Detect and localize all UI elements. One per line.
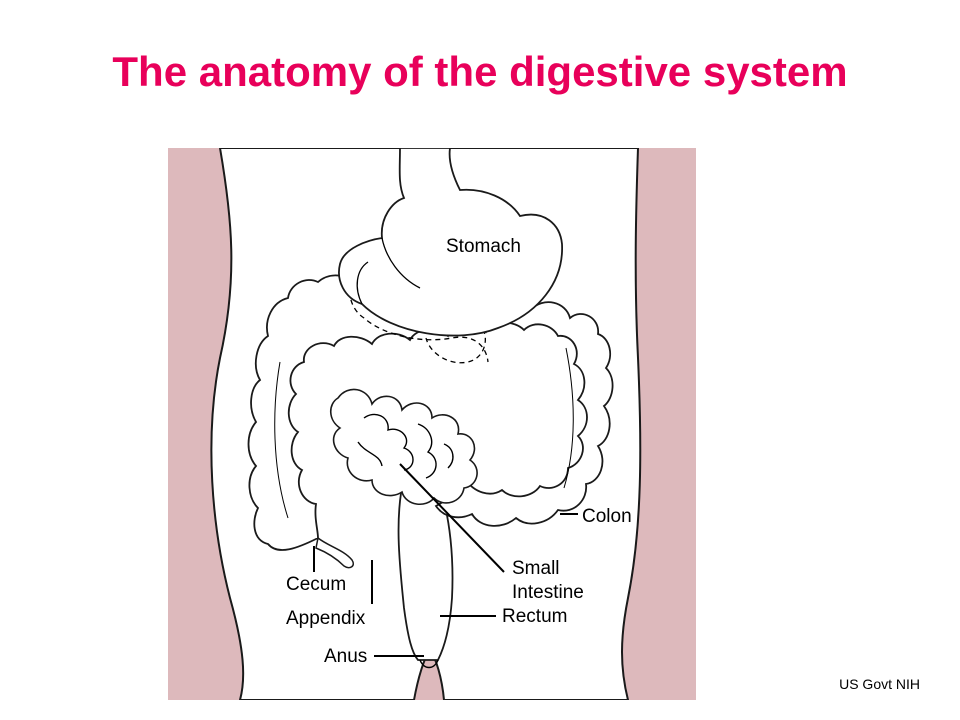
colon-inner-contour-right <box>563 347 574 489</box>
colon <box>247 274 614 551</box>
stomach <box>338 148 563 337</box>
image-credit: US Govt NIH <box>839 676 920 692</box>
label-cecum: Cecum <box>286 574 346 595</box>
small-intestine-fold <box>363 413 414 471</box>
small-intestine-fold <box>357 441 383 467</box>
label-anus: Anus <box>324 646 367 667</box>
leader-small-intestine <box>399 463 505 573</box>
rectum-tube <box>397 476 454 661</box>
page-title: The anatomy of the digestive system <box>112 48 848 95</box>
label-appendix: Appendix <box>286 608 366 629</box>
small-intestine <box>329 388 478 505</box>
label-intestine: Intestine <box>512 582 584 603</box>
colon-inner-contour <box>274 361 289 519</box>
label-stomach: Stomach <box>446 236 521 257</box>
stomach-fold <box>381 237 421 289</box>
small-intestine-fold <box>417 423 437 479</box>
label-colon: Colon <box>582 506 632 527</box>
small-intestine-fold <box>443 443 454 469</box>
stomach-fold <box>356 261 369 305</box>
anal-canal <box>419 659 439 669</box>
appendix <box>315 536 355 569</box>
small-intestine-coil <box>329 388 478 505</box>
digestive-system-diagram: Stomach Colon Small Intestine Cecum Appe… <box>168 148 696 700</box>
label-small: Small <box>512 558 560 579</box>
label-rectum: Rectum <box>502 606 567 627</box>
